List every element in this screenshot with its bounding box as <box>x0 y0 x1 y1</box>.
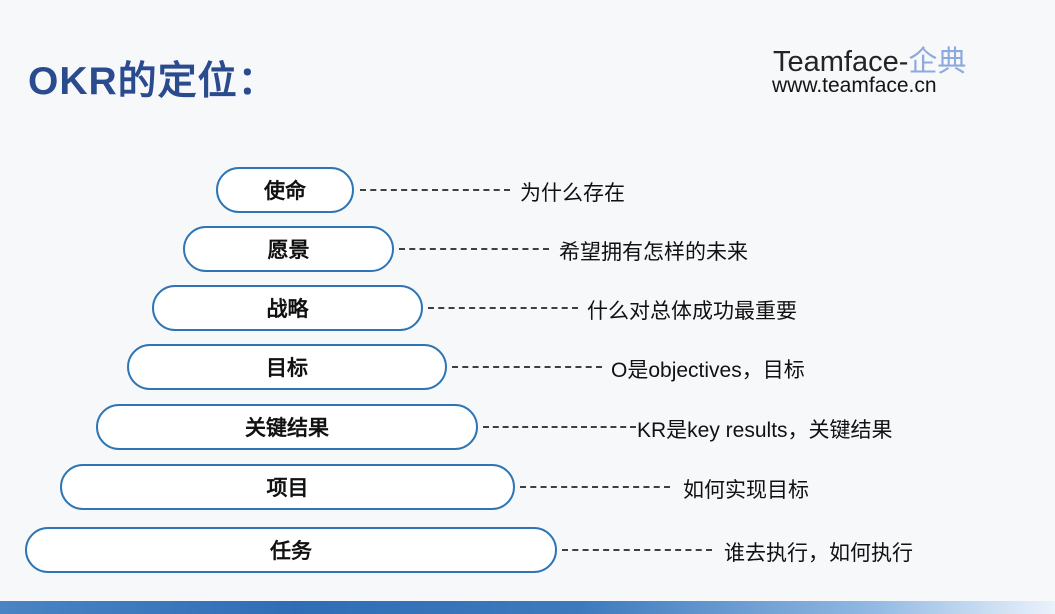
pyramid-pill: 使命 <box>216 167 354 213</box>
pyramid-pill: 关键结果 <box>96 404 478 450</box>
row-note: 为什么存在 <box>520 182 625 205</box>
pyramid-pill-label: 目标 <box>266 357 308 380</box>
pyramid-row-task: 任务 谁去执行，如何执行 <box>0 527 1055 573</box>
footer-gradient-bar <box>0 601 1055 614</box>
row-note: 希望拥有怎样的未来 <box>559 241 748 264</box>
pyramid-pill: 愿景 <box>183 226 394 272</box>
brand-name-prefix: Teamface- <box>773 46 909 78</box>
pyramid-pill-label: 关键结果 <box>245 417 329 440</box>
brand-name-suffix: 企典 <box>908 46 967 78</box>
pyramid-row-mission: 使命 为什么存在 <box>0 167 1055 213</box>
row-note: 如何实现目标 <box>683 479 809 502</box>
pyramid-row-vision: 愿景 希望拥有怎样的未来 <box>0 226 1055 272</box>
pyramid-row-key-results: 关键结果 KR是key results，关键结果 <box>0 404 1055 450</box>
pyramid-pill-label: 愿景 <box>267 239 310 262</box>
pyramid-pill: 战略 <box>152 285 423 331</box>
pyramid-pill: 目标 <box>127 344 447 390</box>
pyramid-pill-label: 任务 <box>270 540 312 563</box>
brand-logo: Teamface-企典 <box>773 38 966 80</box>
pyramid-row-objective: 目标 O是objectives，目标 <box>0 344 1055 390</box>
row-note: 什么对总体成功最重要 <box>587 300 797 323</box>
brand-url: www.teamface.cn <box>772 74 937 97</box>
pyramid-pill: 项目 <box>60 464 515 510</box>
dashed-connector <box>520 486 670 488</box>
pyramid-row-project: 项目 如何实现目标 <box>0 464 1055 510</box>
dashed-connector <box>360 189 510 191</box>
pyramid-row-strategy: 战略 什么对总体成功最重要 <box>0 285 1055 331</box>
row-note: O是objectives，目标 <box>611 359 805 382</box>
dashed-connector <box>428 307 578 309</box>
row-note: 谁去执行，如何执行 <box>724 542 913 565</box>
page-title: OKR的定位： <box>28 60 278 103</box>
pyramid-pill: 任务 <box>25 527 557 573</box>
dashed-connector <box>562 549 712 551</box>
dashed-connector <box>399 248 549 250</box>
dashed-connector <box>452 366 602 368</box>
row-note: KR是key results，关键结果 <box>637 419 893 442</box>
dashed-connector <box>483 426 636 428</box>
pyramid-pill-label: 项目 <box>266 477 309 500</box>
pyramid-pill-label: 战略 <box>266 298 309 321</box>
pyramid-pill-label: 使命 <box>264 180 306 203</box>
